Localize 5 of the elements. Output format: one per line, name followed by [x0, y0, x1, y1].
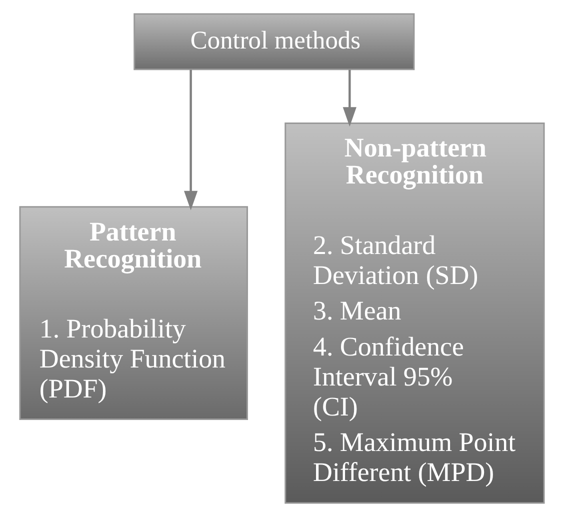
arrow	[342, 70, 356, 127]
node-box: Control methods	[133, 13, 414, 70]
arrow	[183, 70, 198, 210]
node-box: Non-pattern Recognition 2. Standard Deviation (SD) 3. Mean 4. Confidence Interval 95% (CI) 5. Maximum Point Different (MPD)	[284, 122, 544, 504]
node-box: Pattern Recognition 1. Probability Density Function (PDF)	[18, 206, 248, 420]
